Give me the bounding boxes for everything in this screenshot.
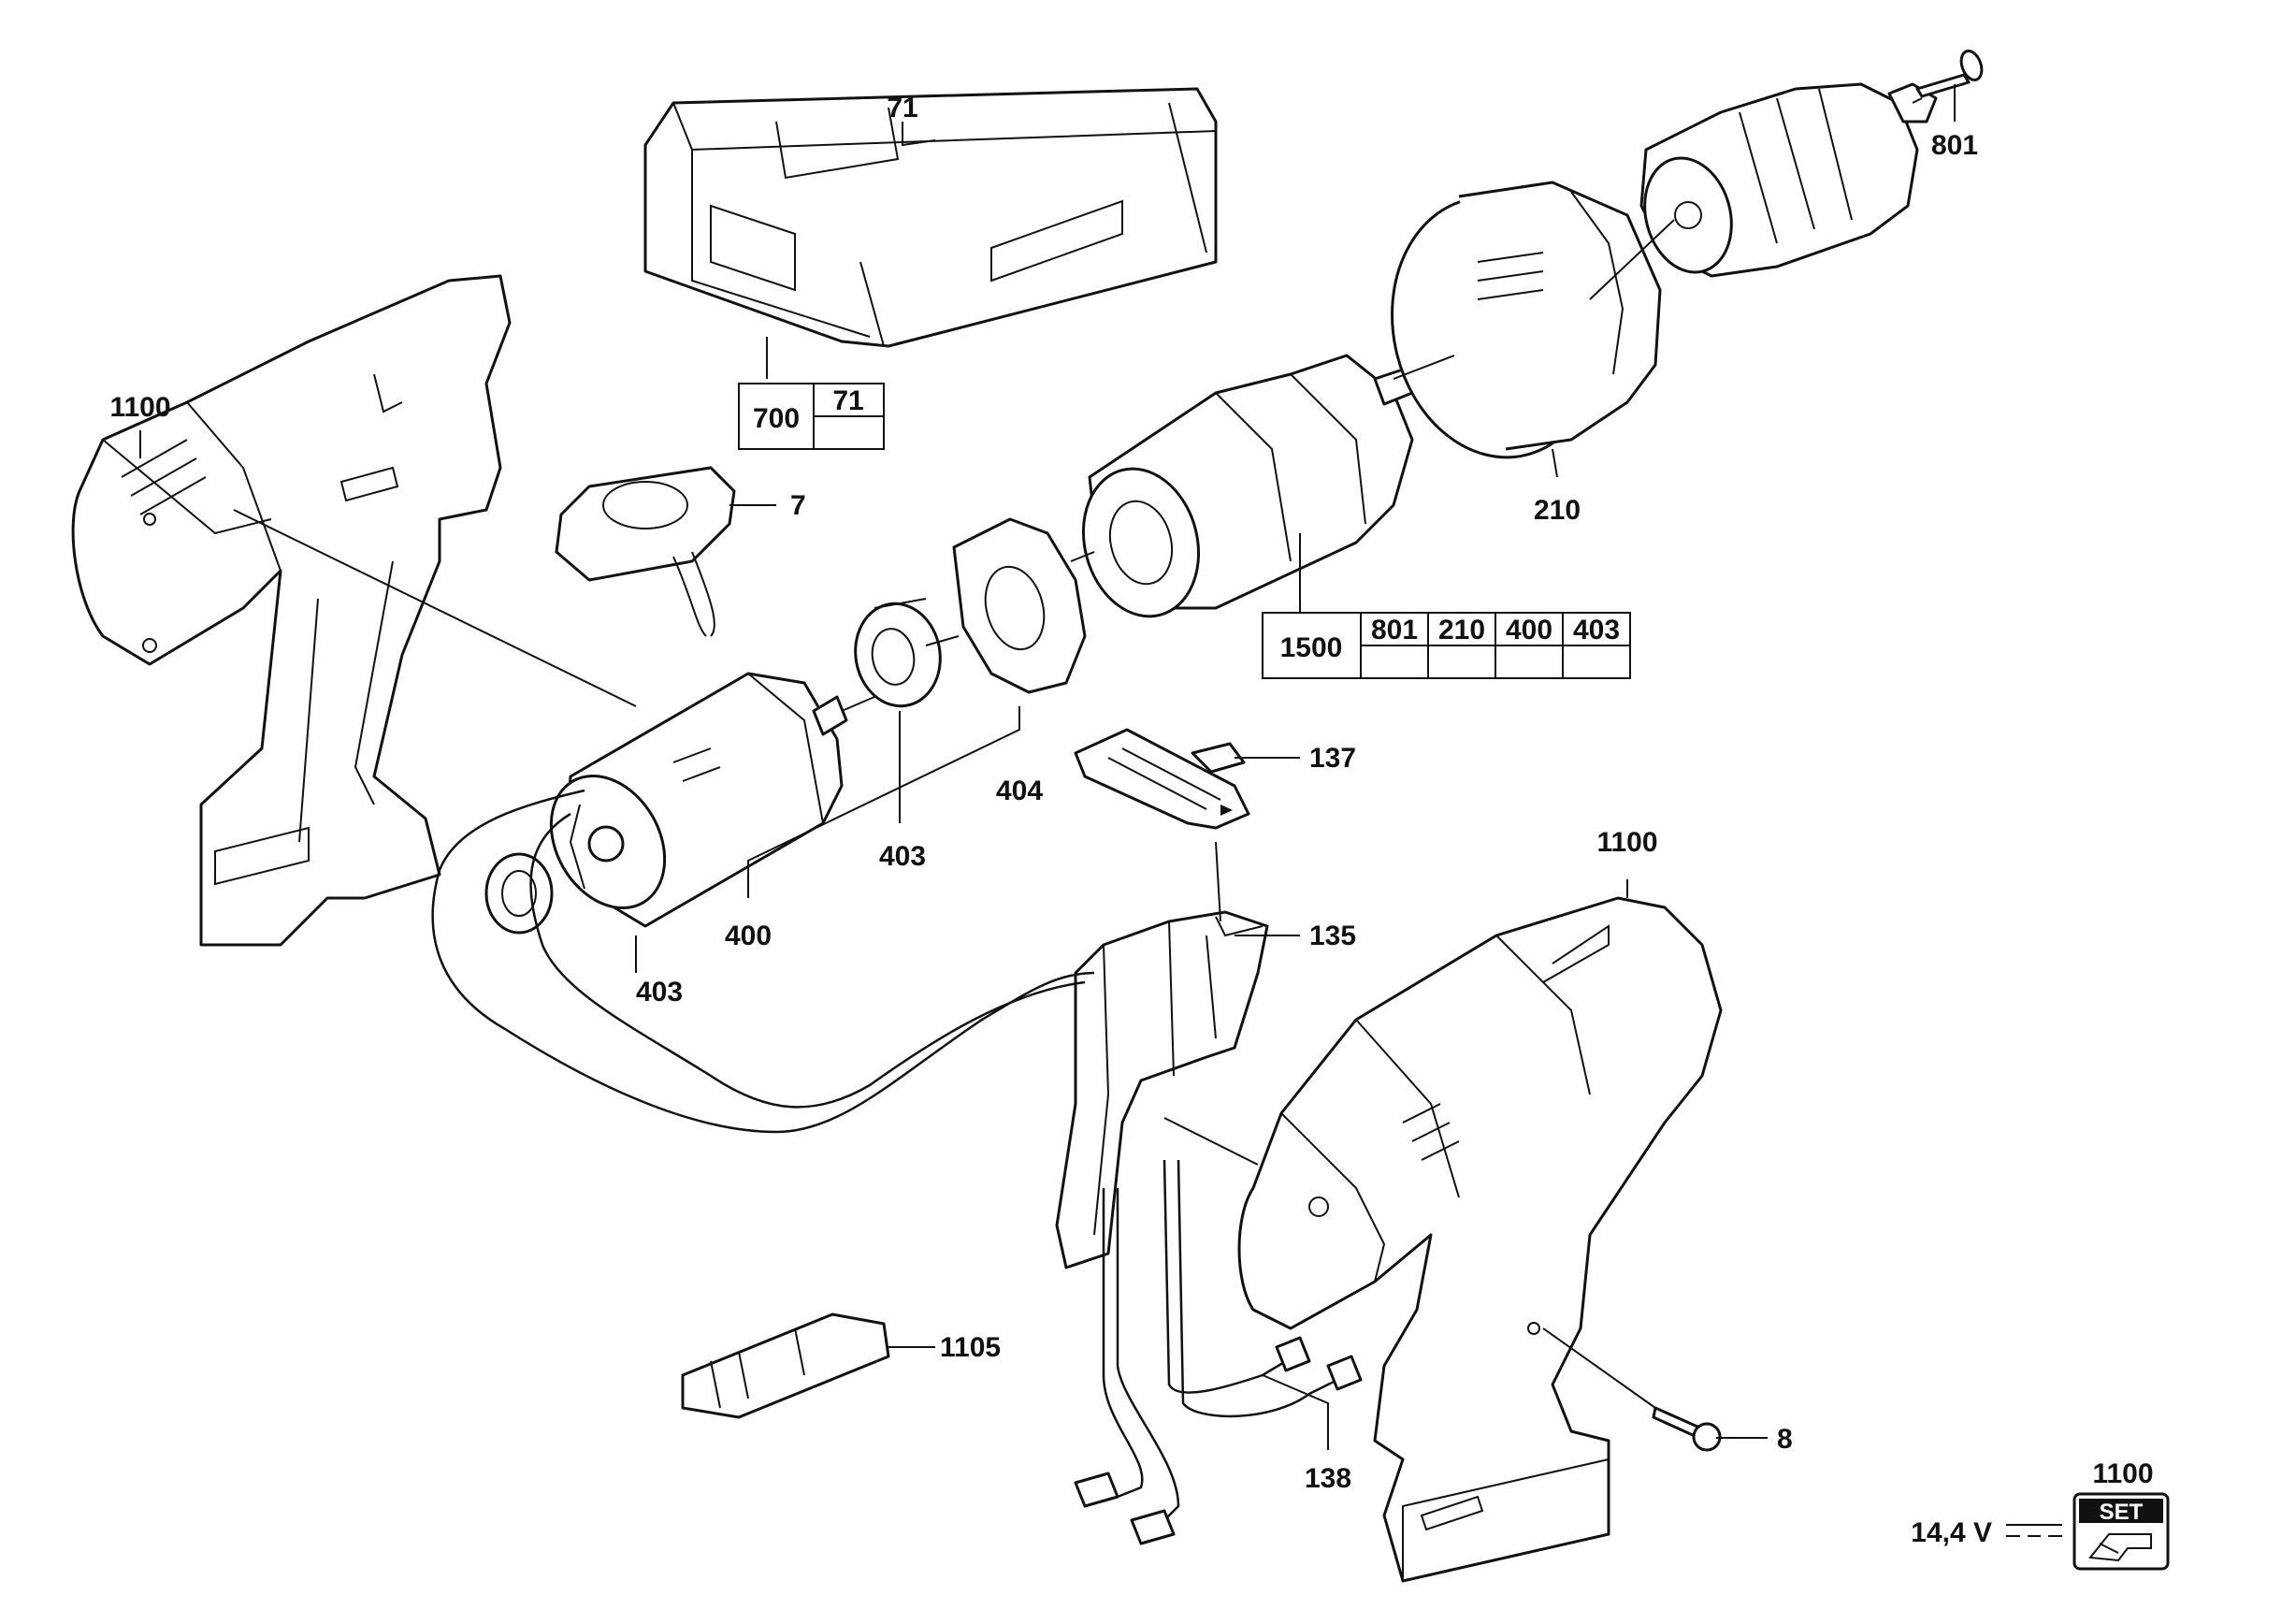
dc-symbol-icon bbox=[2006, 1524, 2062, 1537]
housing-set-icon bbox=[2088, 1533, 2152, 1562]
kit-table-1500-sub-3: 400 bbox=[1506, 615, 1552, 645]
motor-wires bbox=[431, 789, 1095, 1134]
callout-1100-set: 1100 bbox=[2092, 1458, 2153, 1489]
front-housing-part-210 bbox=[1391, 181, 1662, 459]
callout-210: 210 bbox=[1534, 495, 1581, 526]
callout-801: 801 bbox=[1931, 130, 1978, 161]
chuck bbox=[1639, 82, 1938, 278]
set-badge-label: SET bbox=[2100, 1500, 2144, 1525]
callout-403-mid: 403 bbox=[879, 841, 926, 872]
kit-table-700: 700 71 bbox=[738, 383, 885, 450]
connector-part-1105 bbox=[681, 1312, 890, 1419]
direction-switch-part-7 bbox=[555, 466, 736, 637]
kit-table-1500: 1500 801 210 400 403 bbox=[1262, 612, 1631, 679]
kit-table-700-main: 700 bbox=[753, 403, 800, 434]
callout-71-top: 71 bbox=[887, 93, 917, 123]
callout-7: 7 bbox=[790, 490, 806, 521]
callout-400: 400 bbox=[725, 921, 772, 951]
slide-part-137 bbox=[1074, 728, 1250, 830]
flange-part-404 bbox=[952, 517, 1087, 694]
kit-table-1500-main: 1500 bbox=[1280, 632, 1343, 663]
callout-1105: 1105 bbox=[940, 1332, 1001, 1363]
voltage-label: 14,4 V bbox=[1911, 1517, 1992, 1548]
screw-part-801 bbox=[1915, 50, 1984, 98]
assembly-axis-lines bbox=[233, 97, 1923, 1409]
callout-137: 137 bbox=[1309, 743, 1356, 774]
leader-lines bbox=[139, 84, 1956, 1450]
callout-8: 8 bbox=[1777, 1424, 1793, 1455]
housing-left-half bbox=[71, 274, 512, 947]
callout-1100-right: 1100 bbox=[1596, 827, 1657, 858]
set-badge: SET bbox=[2072, 1492, 2170, 1571]
kit-table-700-sub: 71 bbox=[832, 385, 863, 416]
callout-404: 404 bbox=[996, 776, 1043, 806]
gearbox-part-1500 bbox=[1081, 354, 1414, 618]
callout-135: 135 bbox=[1309, 921, 1356, 951]
voltage-rating: 14,4 V bbox=[1911, 1517, 2062, 1548]
kit-table-1500-sub-2: 210 bbox=[1438, 615, 1485, 645]
callout-403-low: 403 bbox=[636, 977, 683, 1008]
harness-138 bbox=[1074, 1159, 1363, 1545]
bearing-part-403 bbox=[854, 598, 942, 708]
callout-138: 138 bbox=[1305, 1463, 1351, 1494]
callout-1100-left: 1100 bbox=[109, 392, 170, 423]
housing-right-half bbox=[1237, 896, 1723, 1583]
kit-table-1500-sub-4: 403 bbox=[1573, 615, 1620, 645]
switch-part-135 bbox=[1055, 910, 1269, 1269]
screw-part-8 bbox=[1652, 1406, 1722, 1452]
kit-table-1500-sub-1: 801 bbox=[1371, 615, 1418, 645]
carry-case bbox=[643, 87, 1218, 348]
motor-part-400 bbox=[484, 672, 848, 935]
